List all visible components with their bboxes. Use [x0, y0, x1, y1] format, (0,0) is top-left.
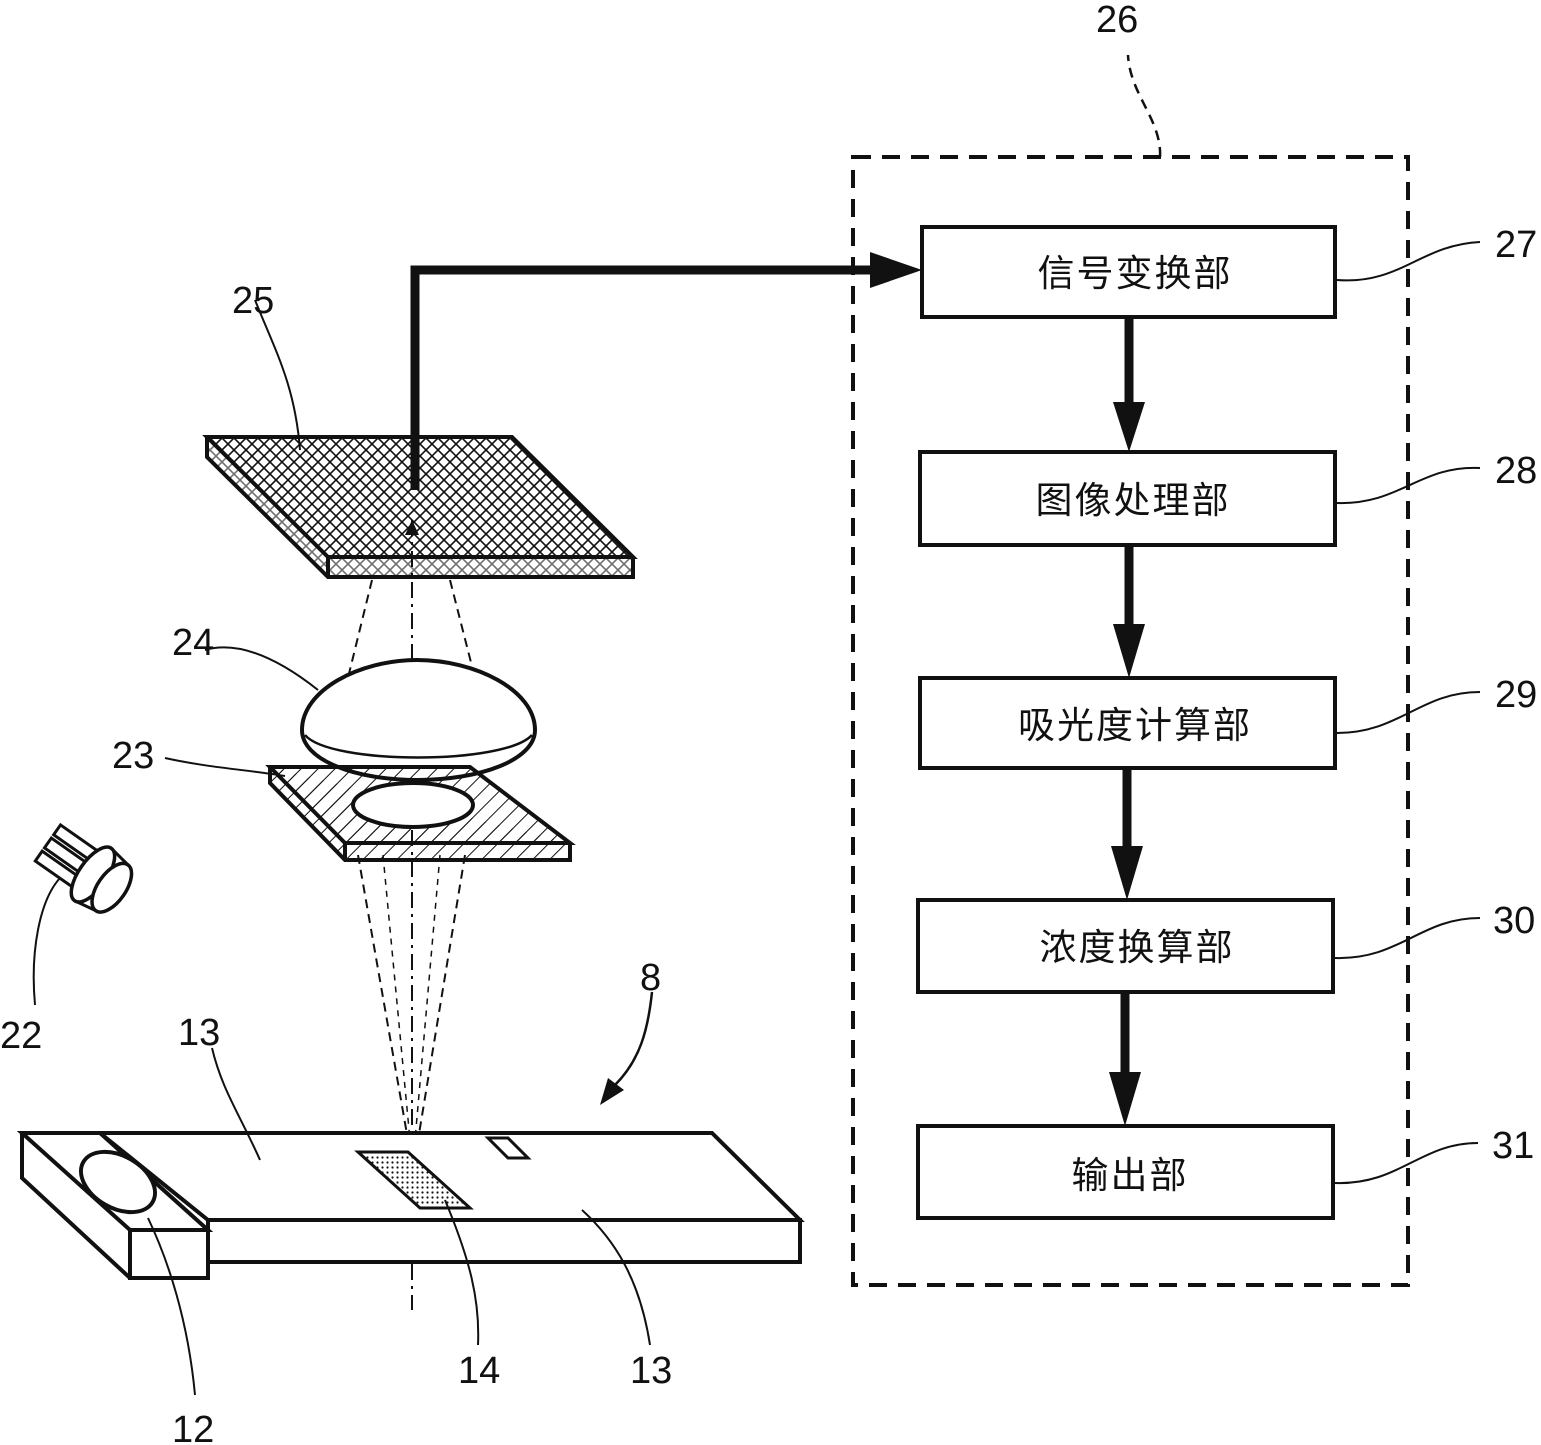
aperture-plate-ref: 23 — [112, 735, 154, 777]
block-concentration-conversion-ref: 30 — [1493, 900, 1535, 942]
lens: 24 — [172, 622, 535, 780]
detection-window-ref: 14 — [458, 1350, 500, 1392]
block-output: 输出部 31 — [918, 1125, 1534, 1218]
image-sensor: 25 — [207, 280, 633, 577]
strip-band-left-ref: 13 — [178, 1012, 220, 1054]
light-source-leader — [34, 878, 60, 1005]
block-image-processing-ref: 28 — [1495, 450, 1537, 492]
lens-leader — [205, 647, 318, 690]
test-strip-leader — [615, 992, 652, 1085]
block-image-processing-label: 图像处理部 — [1036, 479, 1231, 522]
test-strip-ref: 8 — [640, 957, 661, 999]
light-source: 22 — [0, 817, 142, 1057]
processing-unit-leader — [1128, 55, 1160, 157]
block-output-label: 输出部 — [1072, 1154, 1189, 1197]
block-absorbance-calculation-ref: 29 — [1495, 674, 1537, 716]
processing-unit-ref: 26 — [1096, 0, 1138, 41]
block-absorbance-calculation-leader — [1337, 692, 1480, 733]
block-absorbance-calculation: 吸光度计算部 29 — [920, 674, 1537, 768]
sample-port-ref: 12 — [172, 1409, 214, 1445]
strip-band-right-ref: 13 — [630, 1350, 672, 1392]
block-output-ref: 31 — [1492, 1125, 1534, 1167]
block-signal-conversion: 信号变换部 27 — [922, 224, 1537, 317]
block-signal-conversion-ref: 27 — [1495, 224, 1537, 266]
light-source-ref: 22 — [0, 1015, 42, 1057]
block-concentration-conversion: 浓度换算部 30 — [918, 900, 1535, 992]
image-sensor-ref: 25 — [232, 280, 274, 322]
block-absorbance-calculation-label: 吸光度计算部 — [1018, 704, 1252, 747]
block-signal-conversion-label: 信号变换部 — [1038, 252, 1233, 295]
image-sensor-leader — [255, 300, 300, 450]
block-image-processing: 图像处理部 28 — [920, 450, 1537, 545]
aperture-plate-leader — [165, 758, 285, 776]
block-concentration-conversion-label: 浓度换算部 — [1040, 926, 1235, 969]
lens-ref: 24 — [172, 622, 214, 664]
